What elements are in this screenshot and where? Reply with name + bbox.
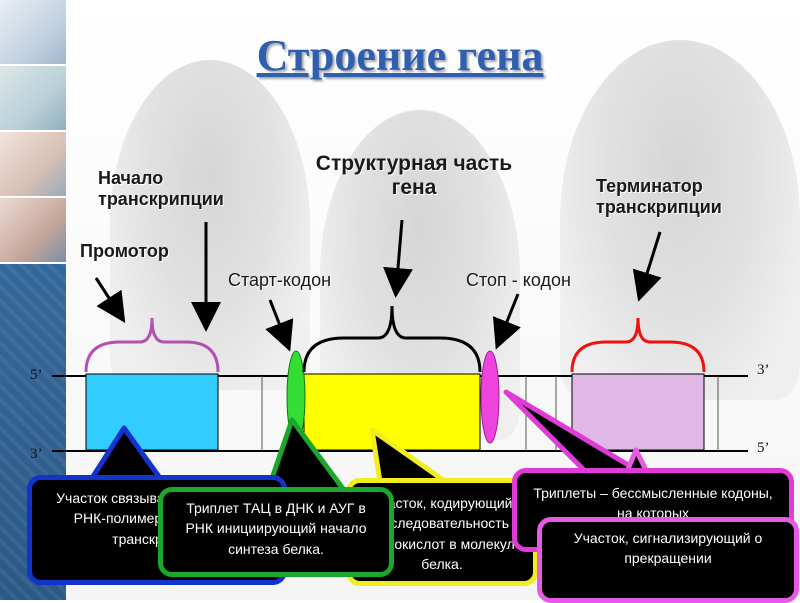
- start-codon-label: Старт-кодон: [228, 270, 332, 290]
- strand-end-label: 5’: [757, 440, 770, 456]
- structural-part-label: Структурная часть гена: [315, 152, 513, 200]
- thumbnail-photo: [0, 132, 66, 198]
- terminator-label: Терминатор транскрипции: [596, 176, 722, 217]
- promoter-arrow: [94, 277, 126, 324]
- promoter-box: [85, 373, 219, 451]
- start-codon-callout: Триплет ТАЦ в ДНК и АУГ в РНК инициирующ…: [158, 487, 394, 577]
- structural-arrow: [383, 219, 413, 298]
- stop-codon-oval: [480, 350, 500, 444]
- terminator-brace: [570, 317, 706, 373]
- stop-codon-label: Стоп - кодон: [466, 270, 571, 290]
- thumbnail-photo: [0, 198, 66, 264]
- stop-codon-arrow: [492, 293, 521, 350]
- transcription-start-label: Начало транскрипции: [98, 168, 224, 209]
- thumbnail-photo: [0, 66, 66, 132]
- terminator-box: [571, 373, 705, 451]
- structural-brace: [302, 305, 482, 373]
- terminator-callout: Участок, сигнализирующий о прекращении: [537, 517, 799, 603]
- slide-title: Строение гена: [256, 31, 544, 80]
- promoter-label: Промотор: [80, 241, 169, 261]
- structural-box: [303, 373, 481, 451]
- strand-end-label: 5’: [30, 367, 43, 383]
- background-figure: [560, 40, 800, 400]
- start-codon-arrow: [265, 299, 294, 352]
- strand-end-label: 3’: [757, 362, 770, 378]
- strand-end-label: 3’: [30, 446, 43, 462]
- promoter-brace: [84, 317, 220, 373]
- thumbnail-photo: [0, 0, 66, 66]
- terminator-arrow: [632, 231, 662, 302]
